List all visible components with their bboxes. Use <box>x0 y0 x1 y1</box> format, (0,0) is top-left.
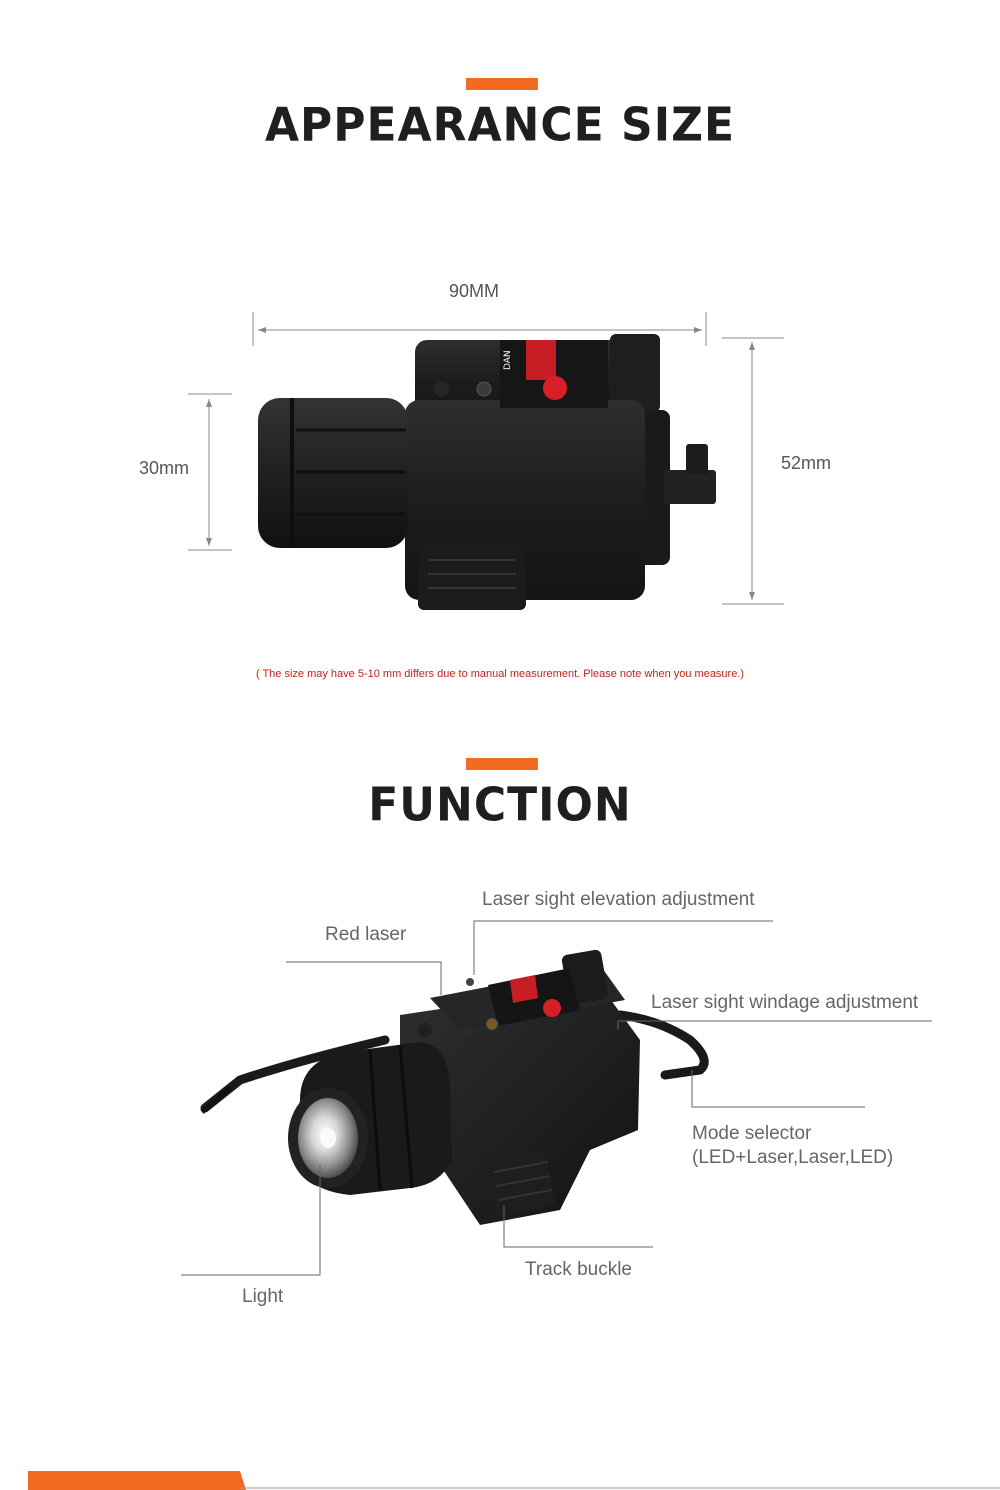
callout-mode-selector: Mode selector (LED+Laser,Laser,LED) <box>692 1122 893 1170</box>
height-dimension-label: 52mm <box>781 453 832 473</box>
appearance-size-title: APPEARANCE SIZE <box>264 98 736 153</box>
mode-selector-label: Mode selector <box>692 1123 812 1144</box>
warning-label-text: DAN <box>503 350 513 370</box>
callout-light: Light <box>242 1286 284 1307</box>
mode-selector-options: (LED+Laser,Laser,LED) <box>692 1147 894 1168</box>
function-title: FUNCTION <box>368 778 632 833</box>
callout-track-buckle: Track buckle <box>525 1259 632 1280</box>
measurement-note: ( The size may have 5-10 mm differs due … <box>255 668 745 680</box>
section-accent-bar <box>466 78 538 90</box>
section-accent-bar <box>466 758 538 770</box>
diameter-dimension-label: 30mm <box>139 458 190 478</box>
length-dimension-label: 90MM <box>449 281 500 301</box>
callout-red-laser: Red laser <box>325 924 407 945</box>
callout-windage-adjustment: Laser sight windage adjustment <box>651 992 919 1013</box>
callout-elevation-adjustment: Laser sight elevation adjustment <box>482 889 755 910</box>
